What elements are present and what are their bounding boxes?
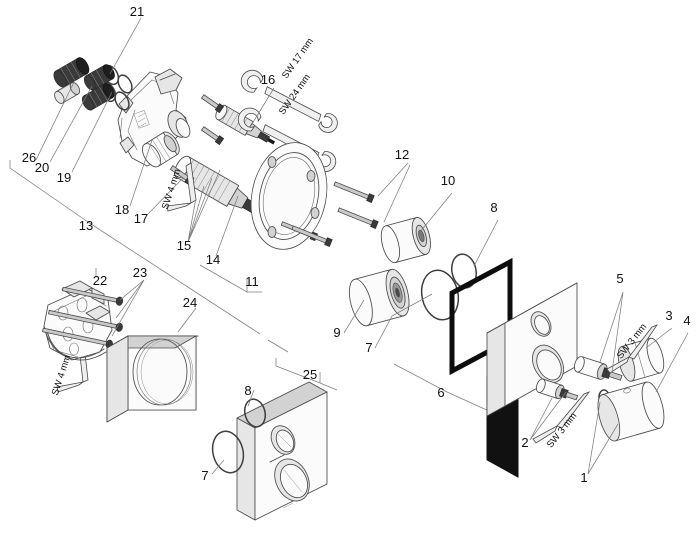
callout-10: 10	[441, 173, 455, 188]
part-sleeve-9	[348, 268, 410, 327]
callout-14: 14	[206, 252, 220, 267]
callout-23: 23	[133, 265, 147, 280]
callout-12: 12	[395, 147, 409, 162]
callout-21: 21	[130, 4, 144, 19]
tool-allen-key-sw3-left	[532, 391, 591, 444]
callout-8b: 8	[244, 383, 251, 398]
part-grubscrew-2	[536, 378, 579, 401]
callout-7: 7	[365, 340, 372, 355]
callout-4: 4	[683, 313, 690, 328]
callout-19: 19	[57, 170, 71, 185]
callout-5: 5	[616, 271, 623, 286]
part-escutcheon-plate-main	[486, 282, 578, 417]
callout-1: 1	[580, 470, 587, 485]
callout-8: 8	[490, 200, 497, 215]
part-long-bolts-23	[42, 286, 124, 349]
part-screws-12	[291, 181, 379, 247]
callout-7b: 7	[201, 468, 208, 483]
callout-26: 26	[22, 150, 36, 165]
callout-18: 18	[115, 202, 129, 217]
callout-2: 2	[521, 435, 528, 450]
callout-15: 15	[177, 238, 191, 253]
callout-11: 11	[245, 274, 259, 289]
part-sleeve-10	[380, 217, 431, 264]
callout-16: 16	[261, 72, 275, 87]
tool-wrench-sw17	[240, 69, 338, 133]
callout-22: 22	[93, 273, 107, 288]
leader-lines	[35, 17, 689, 475]
part-screws-17	[169, 94, 225, 186]
callout-25: 25	[303, 367, 317, 382]
callout-13: 13	[79, 218, 93, 233]
callout-6: 6	[437, 385, 444, 400]
callout-numbers: 1 2 3 4 5 6 7 7 8 8 9 10 11 12 13 14 15 …	[22, 4, 691, 485]
callout-20: 20	[35, 160, 49, 175]
part-valve-body-18	[117, 68, 191, 168]
part-cover-trim-plate-24	[106, 335, 199, 423]
part-grubscrew-5	[574, 356, 623, 381]
callout-17: 17	[134, 211, 148, 226]
callout-24: 24	[183, 295, 197, 310]
callout-3: 3	[665, 308, 672, 323]
part-seal-rings-7b-8b	[211, 398, 267, 474]
callout-9: 9	[333, 325, 340, 340]
